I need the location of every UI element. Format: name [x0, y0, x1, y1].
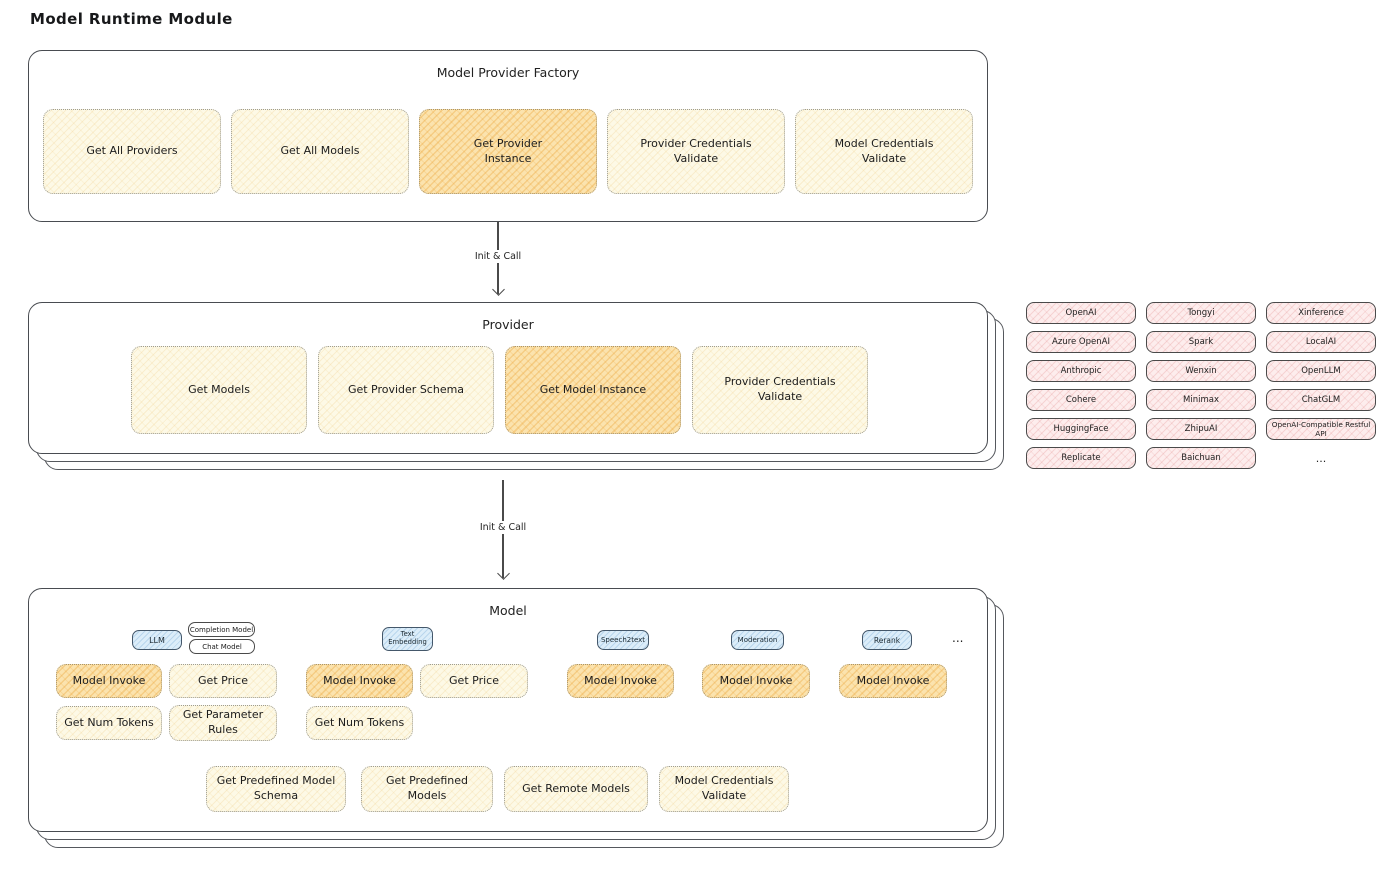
node-label: Get Num Tokens [314, 715, 405, 729]
node-label: Get Provider Schema [347, 382, 465, 396]
node-label: Get Num Tokens [64, 715, 154, 729]
provider-chip: LocalAI [1266, 331, 1376, 353]
provider-row: Get Models Get Provider Schema Get Model… [131, 346, 868, 434]
node-label: Get Price [449, 673, 499, 687]
provider-chip: ZhipuAI [1146, 418, 1256, 440]
node-label: Model Credentials Validate [674, 774, 774, 802]
node-label: Get Model Instance [539, 382, 647, 396]
model-panel-title: Model [489, 603, 527, 618]
node-get-parameter-rules: Get Parameter Rules [169, 705, 277, 741]
provider-chip: Wenxin [1146, 360, 1256, 382]
node-get-all-providers: Get All Providers [43, 109, 221, 194]
badge-rerank: Rerank [862, 630, 912, 650]
node-label: Get All Providers [86, 144, 178, 158]
node-label: Get Parameter Rules [182, 708, 264, 736]
arrow-label-init-call-1: Init & Call [469, 250, 527, 263]
factory-row: Get All Providers Get All Models Get Pro… [43, 109, 973, 194]
node-label: Provider Credentials Validate [640, 136, 752, 165]
node-model-invoke-embedding: Model Invoke [306, 664, 413, 698]
node-provider-credentials-validate-2: Provider Credentials Validate [692, 346, 868, 434]
provider-chips-grid: OpenAI Tongyi Xinference Azure OpenAI Sp… [1026, 302, 1376, 469]
node-get-price-llm: Get Price [169, 664, 277, 698]
provider-panel: Provider Get Models Get Provider Schema … [28, 302, 988, 454]
arrow-head-icon [496, 567, 510, 580]
node-get-price-embedding: Get Price [420, 664, 528, 698]
provider-chip: Xinference [1266, 302, 1376, 324]
provider-chip: OpenLLM [1266, 360, 1376, 382]
badge-chat-model: Chat Model [189, 639, 255, 654]
arrow-label-init-call-2: Init & Call [474, 521, 532, 534]
page-title: Model Runtime Module [30, 10, 233, 28]
node-get-predefined-model-schema: Get Predefined Model Schema [206, 766, 346, 812]
model-panel: Model LLM Completion Model Chat Model Te… [28, 588, 988, 832]
node-model-credentials-validate: Model Credentials Validate [795, 109, 973, 194]
provider-chip: Replicate [1026, 447, 1136, 469]
provider-chip: Cohere [1026, 389, 1136, 411]
node-get-models: Get Models [131, 346, 307, 434]
node-get-provider-schema: Get Provider Schema [318, 346, 494, 434]
node-model-invoke-llm: Model Invoke [56, 664, 162, 698]
provider-chip: OpenAI-Compatible Restful API [1266, 418, 1376, 440]
provider-chip: Minimax [1146, 389, 1256, 411]
node-get-model-instance: Get Model Instance [505, 346, 681, 434]
badge-llm: LLM [132, 630, 182, 650]
node-model-credentials-validate-2: Model Credentials Validate [659, 766, 789, 812]
provider-chip: ChatGLM [1266, 389, 1376, 411]
node-get-predefined-models: Get Predefined Models [361, 766, 493, 812]
provider-chip: Spark [1146, 331, 1256, 353]
node-label: Get Models [188, 382, 250, 396]
provider-chip: Tongyi [1146, 302, 1256, 324]
node-get-provider-instance: Get Provider Instance [419, 109, 597, 194]
node-label: Get Provider Instance [473, 136, 543, 165]
provider-chip: HuggingFace [1026, 418, 1136, 440]
provider-chip: Anthropic [1026, 360, 1136, 382]
provider-chip: Baichuan [1146, 447, 1256, 469]
factory-panel: Model Provider Factory Get All Providers… [28, 50, 988, 222]
factory-panel-title: Model Provider Factory [436, 65, 580, 80]
node-get-remote-models: Get Remote Models [504, 766, 648, 812]
node-label: Get Remote Models [522, 781, 630, 795]
node-model-invoke-rerank: Model Invoke [839, 664, 947, 698]
more-providers-ellipsis: ... [1315, 451, 1327, 465]
node-provider-credentials-validate: Provider Credentials Validate [607, 109, 785, 194]
node-label: Get Predefined Model Schema [216, 774, 336, 802]
arrow-head-icon [491, 283, 505, 296]
node-get-all-models: Get All Models [231, 109, 409, 194]
node-label: Get Price [198, 673, 248, 687]
badge-text-embedding: Text Embedding [382, 627, 433, 651]
badge-moderation: Moderation [731, 630, 784, 650]
node-label: Get Predefined Models [386, 774, 468, 802]
node-get-num-tokens-embedding: Get Num Tokens [306, 706, 413, 740]
more-badges-ellipsis: ... [952, 631, 964, 645]
badge-completion-model: Completion Model [188, 622, 255, 637]
node-label: Get All Models [280, 144, 360, 158]
node-label: Model Invoke [72, 673, 146, 687]
provider-chip: OpenAI [1026, 302, 1136, 324]
node-label: Model Invoke [323, 673, 396, 687]
node-model-invoke-speech2text: Model Invoke [567, 664, 674, 698]
node-get-num-tokens-llm: Get Num Tokens [56, 706, 162, 740]
provider-chip: Azure OpenAI [1026, 331, 1136, 353]
badge-speech2text: Speech2text [597, 630, 649, 650]
node-label: Model Credentials Validate [834, 136, 934, 165]
node-label: Model Invoke [584, 673, 657, 687]
provider-panel-title: Provider [482, 317, 534, 332]
node-label: Model Invoke [856, 673, 930, 687]
node-label: Provider Credentials Validate [724, 375, 836, 403]
node-model-invoke-moderation: Model Invoke [702, 664, 810, 698]
node-label: Model Invoke [719, 673, 793, 687]
